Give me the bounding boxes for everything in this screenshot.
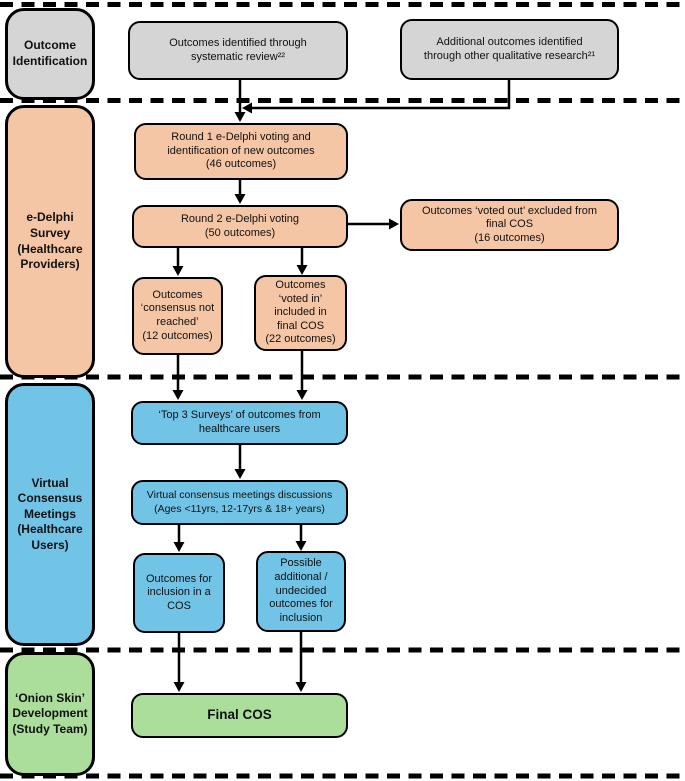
box-round1-voting: Round 1 e-Delphi voting and identificati…: [134, 123, 348, 180]
stage-e-delphi-survey: e-Delphi Survey (Healthcare Providers): [5, 105, 95, 378]
box-consensus-not-reached: Outcomes ‘consensus not reached’ (12 out…: [132, 277, 223, 355]
box-round2-voting: Round 2 e-Delphi voting (50 outcomes): [132, 205, 348, 248]
box-qualitative-research: Additional outcomes identified through o…: [400, 19, 619, 80]
box-vcm-discussions: Virtual consensus meetings discussions (…: [131, 480, 348, 525]
box-outcomes-for-inclusion: Outcomes for inclusion in a COS: [133, 553, 225, 633]
stage-onion-skin-development: ‘Onion Skin’ Development (Study Team): [5, 652, 95, 776]
box-top3-surveys: ‘Top 3 Surveys’ of outcomes from healthc…: [131, 401, 348, 445]
flow-arrows: [176, 79, 511, 684]
stage-outcome-identification: Outcome Identification: [5, 8, 95, 100]
box-possible-additional: Possible additional / undecided outcomes…: [256, 551, 346, 632]
box-voted-out: Outcomes ‘voted out’ excluded from final…: [400, 199, 619, 251]
box-voted-in: Outcomes ‘voted in’ included in final CO…: [254, 275, 347, 351]
stage-virtual-consensus-meetings: Virtual Consensus Meetings (Healthcare U…: [5, 383, 95, 646]
box-final-cos: Final COS: [131, 693, 348, 738]
box-systematic-review: Outcomes identified through systematic r…: [128, 21, 348, 80]
arrowheads: [172, 102, 399, 692]
